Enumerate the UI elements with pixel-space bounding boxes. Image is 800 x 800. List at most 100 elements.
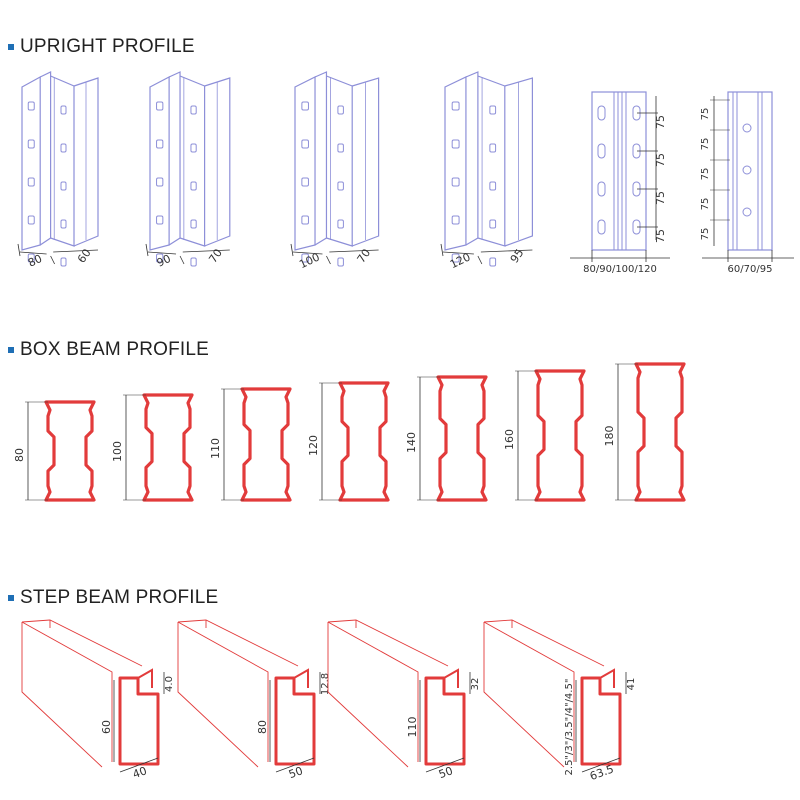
upright-hole <box>27 253 35 263</box>
upright-hole <box>156 215 164 225</box>
upright-hole <box>337 257 344 267</box>
upright-hole <box>451 139 460 149</box>
upright-hole <box>27 177 35 187</box>
box-beam-height-label: 180 <box>603 426 616 447</box>
box-beam-height-label: 160 <box>503 429 516 450</box>
upright-heading-text: UPRIGHT PROFILE <box>20 36 195 57</box>
box-beam-height-label: 100 <box>111 441 124 462</box>
upright-hole <box>156 253 164 263</box>
upright-hole <box>489 105 497 115</box>
upright-hole <box>337 181 344 191</box>
upright-hole <box>489 181 497 191</box>
upright-hole <box>597 181 606 197</box>
box-beam-outline <box>534 369 586 502</box>
box-beam-outline <box>634 362 686 502</box>
upright-2: 90 70 <box>145 71 231 270</box>
upright-hole <box>60 143 67 153</box>
bullet-icon <box>8 346 14 353</box>
upright-hole <box>190 219 197 229</box>
upright-hole <box>597 105 606 121</box>
box-beam-80: 80 <box>13 400 96 502</box>
pitch-dimension: 75 <box>700 168 711 181</box>
step-beam-height-label: 80 <box>256 720 269 734</box>
upright-hole <box>597 143 606 159</box>
box-beam-height-label: 110 <box>209 438 222 459</box>
step-beam-outline <box>424 676 466 766</box>
pitch-dimension: 75 <box>654 115 667 129</box>
upright-hole <box>742 207 752 217</box>
step-beam-step-label: 12.8 <box>320 673 331 695</box>
upright-hole <box>27 215 35 225</box>
step-beam-step-label: 32 <box>470 678 481 691</box>
upright-side-dimension: 70 <box>206 247 225 266</box>
upright-hole <box>156 139 164 149</box>
upright-front-dimension: 80 <box>26 252 44 270</box>
upright-hole <box>742 123 752 133</box>
step-beam-step-label: 41 <box>626 678 637 691</box>
upright-side-dimension: 60 <box>75 247 94 266</box>
upright-hole <box>451 215 460 225</box>
step-beam-outline <box>274 676 316 766</box>
step-beam-width-label: 50 <box>287 764 305 781</box>
bullet-icon <box>8 43 14 50</box>
box-beam-outline <box>436 375 488 502</box>
pitch-dimension: 75 <box>654 191 667 205</box>
upright-hole <box>597 219 606 235</box>
step-beam-profile-heading: STEP BEAM PROFILE <box>8 587 218 609</box>
bullet-icon <box>8 594 14 601</box>
upright-hole <box>60 257 67 267</box>
upright-hole <box>742 165 752 175</box>
pitch-dimension: 75 <box>700 198 711 211</box>
upright-hole <box>156 177 164 187</box>
upright-hole <box>60 219 67 229</box>
upright-hole <box>190 257 197 267</box>
step-beam-2: 80 12.8 50 <box>177 619 331 781</box>
upright-hole <box>190 105 197 115</box>
upright-hole <box>60 105 67 115</box>
upright-hole <box>301 253 309 263</box>
box-beam-100: 100 <box>111 393 194 502</box>
upright-hole <box>337 143 344 153</box>
upright-hole <box>60 181 67 191</box>
box-beam-height-label: 120 <box>307 435 320 456</box>
upright-hole <box>337 105 344 115</box>
upright-hole <box>190 181 197 191</box>
step-beam-height-label: 60 <box>100 720 113 734</box>
step-beam-step-label: 4.0 <box>164 676 175 692</box>
box-beam-140: 140 <box>405 375 488 502</box>
upright-hole <box>489 219 497 229</box>
upright-hole <box>489 257 497 267</box>
upright-hole <box>301 177 309 187</box>
upright-hole <box>190 143 197 153</box>
pitch-dimension: 75 <box>654 229 667 243</box>
pitch-dimension: 75 <box>700 108 711 121</box>
box-beam-profile-heading: BOX BEAM PROFILE <box>8 339 209 361</box>
upright-front-dimension: 90 <box>155 252 173 270</box>
pitch-dimension: 75 <box>700 228 711 241</box>
step-beam-height-label: 110 <box>406 717 419 738</box>
box-beam-110: 110 <box>209 387 292 502</box>
box-beam-120: 120 <box>307 381 390 502</box>
box-beam-height-label: 140 <box>405 432 418 453</box>
upright-side-dimension: 70 <box>355 247 374 266</box>
upright-side-dimension: 95 <box>508 247 527 266</box>
upright-hole <box>489 143 497 153</box>
upright-hole <box>451 177 460 187</box>
pitch-dimension: 75 <box>700 138 711 151</box>
upright-hole <box>301 215 309 225</box>
pitch-dimension: 75 <box>654 153 667 167</box>
box-beam-heading-text: BOX BEAM PROFILE <box>20 339 210 360</box>
upright-hole <box>27 139 35 149</box>
box-beam-180: 180 <box>603 362 686 502</box>
upright-hole <box>156 101 164 111</box>
upright-hole <box>27 101 35 111</box>
step-beam-outline <box>580 676 622 766</box>
step-beam-outline <box>118 676 160 766</box>
box-beam-160: 160 <box>503 369 586 502</box>
